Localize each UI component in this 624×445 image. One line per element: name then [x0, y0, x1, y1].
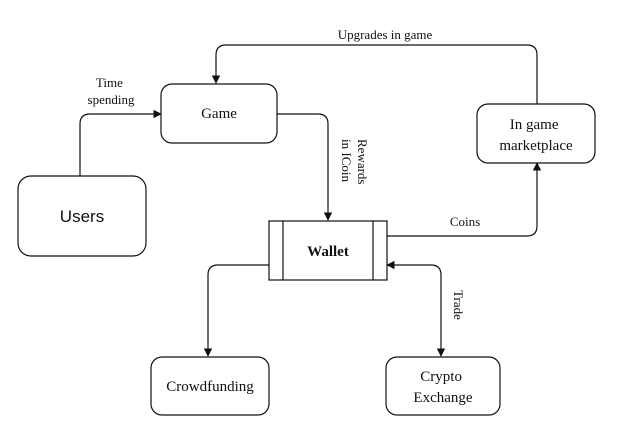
edge-marketplace-to-game [211, 44, 538, 104]
node-crowdfunding: Crowdfunding [150, 356, 270, 416]
node-crowdfunding-label: Crowdfunding [166, 379, 254, 395]
node-marketplace: In game marketplace [476, 103, 596, 164]
edge-users-to-game [79, 109, 162, 176]
node-wallet: Wallet [268, 220, 388, 281]
edge-label-trade: Trade [451, 290, 466, 320]
node-wallet-label: Wallet [307, 244, 349, 260]
node-game: Game [160, 83, 278, 144]
node-exchange: Crypto Exchange [385, 356, 501, 416]
edge-game-to-wallet [277, 113, 333, 221]
node-users-label: Users [60, 207, 104, 226]
edge-label-time-spending: Time spending [88, 75, 135, 107]
edge-label-upgrades: Upgrades in game [338, 27, 433, 42]
edge-label-coins: Coins [450, 214, 480, 229]
node-users: Users [17, 175, 147, 257]
edge-wallet-exchange-trade [386, 260, 446, 357]
node-game-label: Game [201, 106, 237, 122]
edge-wallet-to-marketplace [387, 162, 542, 237]
node-marketplace-label: In game marketplace [499, 117, 573, 154]
svg-text:Trade: Trade [451, 290, 466, 320]
node-exchange-label: Crypto Exchange [413, 369, 472, 406]
edge-wallet-to-crowdfunding [203, 264, 269, 357]
edge-label-rewards: Rewards in ICoin [339, 139, 370, 188]
svg-text:Rewards in ICoin: Rewards in ICoin [339, 139, 370, 188]
